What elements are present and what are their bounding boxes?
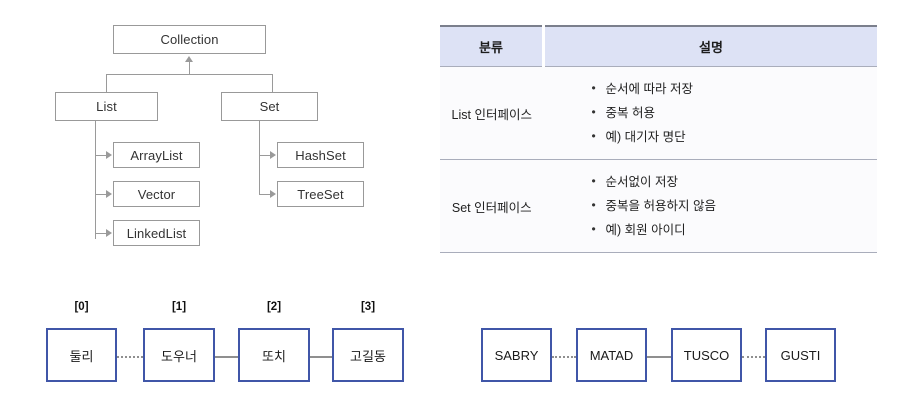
chain-node-1: MATAD (576, 328, 647, 382)
table-row: List 인터페이스 순서에 따라 저장 중복 허용 예) 대기자 명단 (440, 66, 878, 160)
table-row: Set 인터페이스 순서없이 저장 중복을 허용하지 않음 예) 회원 아이디 (440, 159, 878, 253)
hierarchy-node-label: Set (259, 99, 280, 114)
connector-set-spine (259, 121, 260, 195)
chain-node-2: TUSCO (671, 328, 742, 382)
table-cell-category: List 인터페이스 (440, 66, 544, 160)
hierarchy-node-treeset: TreeSet (277, 181, 364, 207)
table-body: List 인터페이스 순서에 따라 저장 중복 허용 예) 대기자 명단 Set… (440, 66, 878, 253)
connector-bus-to-list (106, 74, 107, 92)
array-node-2: 또치 (238, 328, 310, 382)
chain-link-1-2 (647, 356, 671, 358)
array-index-label-0: [0] (74, 301, 89, 313)
inheritance-arrow-to-collection (185, 56, 193, 62)
array-index-label-1: [1] (171, 301, 187, 313)
hierarchy-node-label: List (96, 99, 117, 114)
hierarchy-node-linkedlist: LinkedList (113, 220, 200, 246)
hierarchy-node-label: Collection (160, 32, 219, 47)
hierarchy-node-label: TreeSet (297, 186, 344, 202)
list-item: 중복 허용 (592, 100, 878, 125)
hierarchy-node-hashset: HashSet (277, 142, 364, 168)
hierarchy-node-collection: Collection (113, 25, 266, 54)
array-index-label-2: [2] (266, 301, 282, 313)
arrow-to-treeset (270, 190, 276, 198)
chain-link-2-3 (742, 356, 765, 358)
list-item: 예) 대기자 명단 (592, 124, 878, 149)
chain-link-0-1 (552, 356, 576, 358)
connector-bus-to-set (272, 74, 273, 92)
chain-node-label: SABRY (494, 347, 539, 363)
chain-node-3: GUSTI (765, 328, 836, 382)
list-item: 순서에 따라 저장 (592, 76, 878, 101)
connector-list-to-vector (95, 194, 107, 195)
table-header: 분류 설명 (440, 25, 877, 67)
hierarchy-node-list: List (55, 92, 158, 121)
collection-comparison-table: 분류 설명 List 인터페이스 순서에 따라 저장 중복 허용 예) 대기자 … (440, 25, 877, 253)
array-node-1: 도우너 (143, 328, 215, 382)
arrow-to-linkedlist (106, 229, 112, 237)
connector-list-to-arraylist (95, 155, 107, 156)
chain-node-label: TUSCO (683, 347, 730, 363)
bullet-list: 순서에 따라 저장 중복 허용 예) 대기자 명단 (544, 76, 878, 149)
arrow-to-hashset (270, 151, 276, 159)
connector-list-spine (95, 121, 96, 239)
table-cell-category: Set 인터페이스 (440, 159, 544, 253)
chain-node-label: MATAD (589, 347, 634, 363)
connector-set-to-treeset (259, 194, 271, 195)
hierarchy-node-vector: Vector (113, 181, 200, 207)
array-node-label: 도우너 (161, 348, 197, 364)
array-node-3: 고길동 (332, 328, 404, 382)
hierarchy-node-label: HashSet (295, 147, 346, 163)
connector-list-to-linkedlist (95, 233, 107, 234)
array-node-label: 또치 (262, 348, 286, 364)
array-index-label-3: [3] (360, 301, 376, 313)
hierarchy-node-label: Vector (137, 186, 176, 202)
array-node-label: 고길동 (350, 348, 386, 364)
array-link-1-2 (215, 356, 238, 358)
table-cell-description: 순서에 따라 저장 중복 허용 예) 대기자 명단 (543, 66, 878, 160)
connector-collection-stem (189, 62, 190, 74)
hierarchy-node-label: ArrayList (130, 147, 183, 163)
array-link-2-3 (310, 356, 332, 358)
list-item: 순서없이 저장 (592, 169, 878, 194)
table-cell-description: 순서없이 저장 중복을 허용하지 않음 예) 회원 아이디 (543, 159, 878, 253)
array-node-0: 둘리 (46, 328, 117, 382)
connector-set-to-hashset (259, 155, 271, 156)
list-item: 중복을 허용하지 않음 (592, 193, 878, 218)
arrow-to-vector (106, 190, 112, 198)
array-node-label: 둘리 (69, 348, 94, 364)
connector-horizontal-bus (106, 74, 273, 75)
array-link-0-1 (117, 356, 143, 358)
chain-node-0: SABRY (481, 328, 552, 382)
arrow-to-arraylist (106, 151, 112, 159)
list-item: 예) 회원 아이디 (592, 217, 878, 242)
table-header-category: 분류 (440, 25, 544, 67)
bullet-list: 순서없이 저장 중복을 허용하지 않음 예) 회원 아이디 (544, 169, 878, 242)
table-header-description: 설명 (542, 25, 877, 67)
hierarchy-node-label: LinkedList (126, 225, 187, 241)
hierarchy-node-arraylist: ArrayList (113, 142, 200, 168)
chain-node-label: GUSTI (780, 347, 821, 363)
table-header-row: 분류 설명 (440, 25, 877, 67)
hierarchy-node-set: Set (221, 92, 318, 121)
